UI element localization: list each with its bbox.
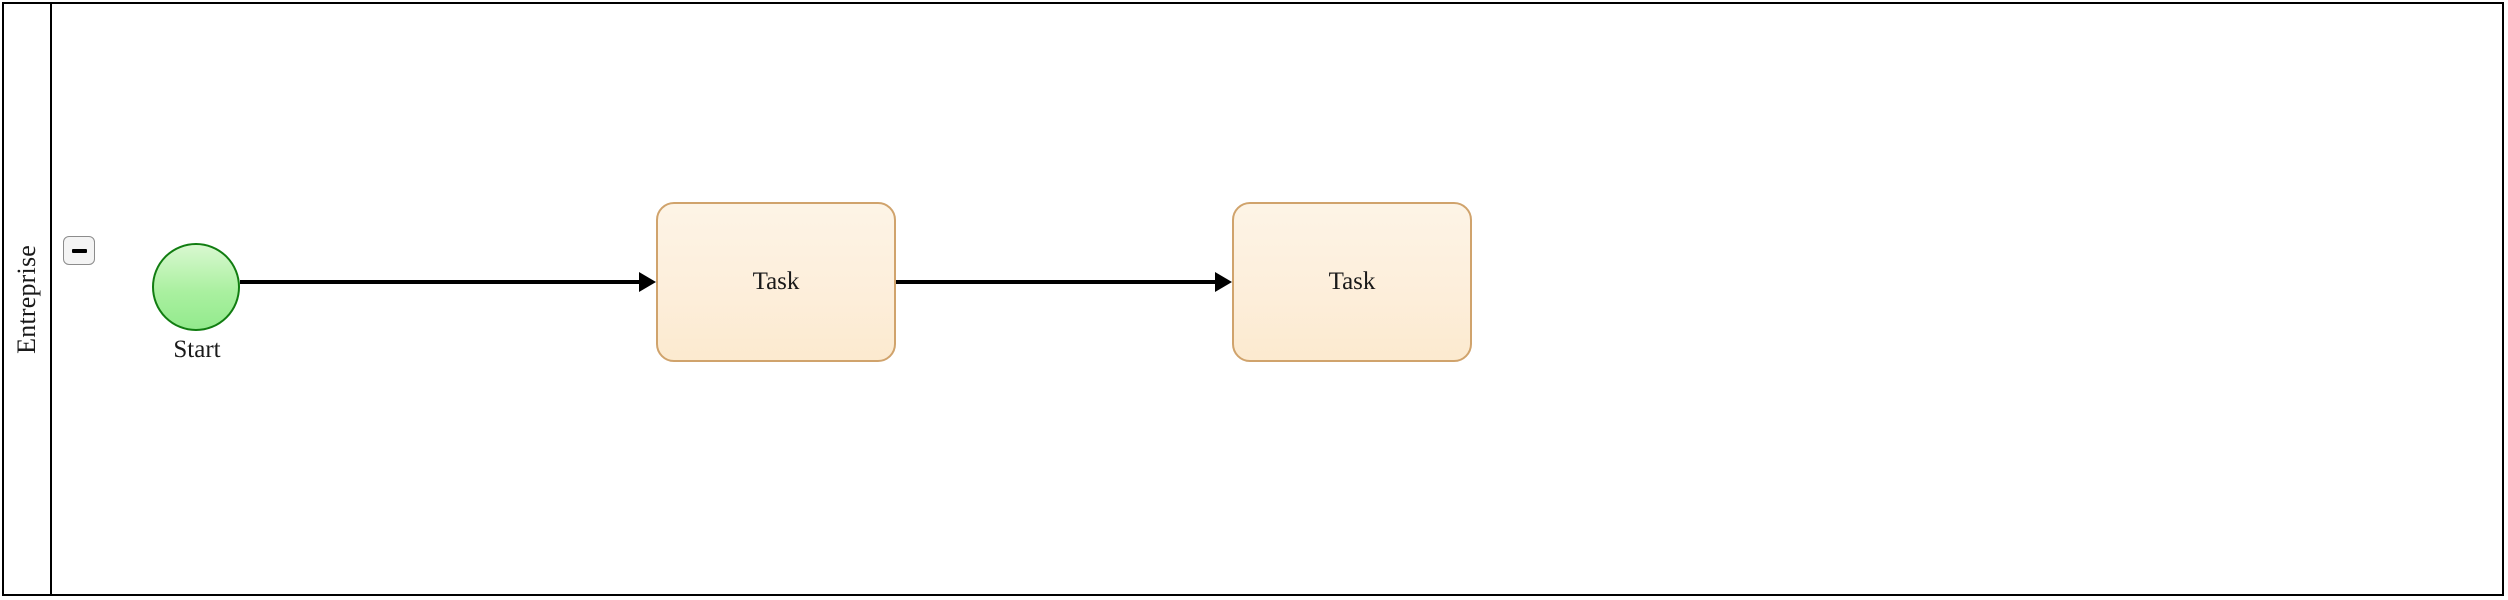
- start-event-label: Start: [173, 336, 221, 363]
- pool-body: Start Task Task: [52, 4, 2502, 594]
- pool-collapse-button[interactable]: [63, 236, 95, 265]
- task-2[interactable]: Task: [1232, 202, 1472, 362]
- flow-line: [896, 280, 1217, 284]
- pool-header[interactable]: Entreprise: [4, 4, 52, 594]
- arrow-head-icon: [1215, 272, 1232, 292]
- arrow-head-icon: [639, 272, 656, 292]
- start-event[interactable]: [152, 243, 240, 331]
- pool-label: Entreprise: [12, 244, 41, 354]
- sequence-flow-task1-to-task2[interactable]: [896, 272, 1232, 292]
- minus-icon: [71, 248, 87, 253]
- task-1[interactable]: Task: [656, 202, 896, 362]
- flow-line: [240, 280, 641, 284]
- task-1-label: Task: [752, 268, 800, 295]
- start-event-circle: [152, 243, 240, 331]
- task-2-label: Task: [1328, 268, 1376, 295]
- sequence-flow-start-to-task1[interactable]: [240, 272, 656, 292]
